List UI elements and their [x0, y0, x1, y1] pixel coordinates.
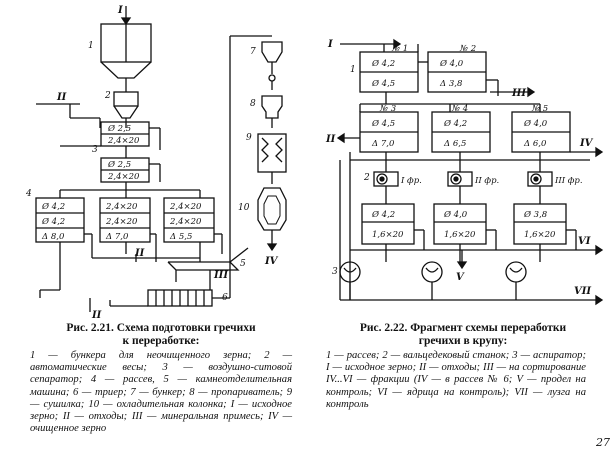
fig22-label-box4: № 4 [451, 104, 468, 114]
fig21-r4m-c: Δ 7,0 [105, 232, 129, 242]
fig21-sep3-a: Ø 2,5 [107, 159, 131, 170]
fig21-title-line2: к переработке: [122, 335, 200, 347]
fig22-title-line2: гречихи в крупу: [418, 335, 508, 347]
fig22-lower3-b: 1,6×20 [524, 230, 556, 240]
fig22-mill-2-label: II фр. [474, 176, 499, 186]
fig22-lower-box-1 [361, 203, 415, 245]
fig21-num-9: 9 [246, 133, 252, 143]
fig21-bunker-7 [261, 41, 283, 63]
fig22-output-IV: IV [579, 138, 594, 149]
fig22-output-III: III [511, 88, 526, 99]
fig22-box5-b: Δ 6,0 [523, 139, 547, 149]
fig22-lower3-a: Ø 3,8 [523, 209, 548, 220]
fig22-lower2-b: 1,6×20 [444, 230, 476, 240]
fig22-input-I: I [327, 39, 333, 50]
fig22-mill-1-label: I фр. [400, 176, 422, 186]
fig22-box1-a: Ø 4,2 [371, 58, 395, 69]
fig21-input-I: I [117, 5, 123, 16]
fig21-sep2-a: Ø 2,5 [107, 123, 131, 134]
fig21-num-1: 1 [88, 41, 94, 51]
fig21-num-6: 6 [222, 293, 228, 303]
fig21-sep2-b: 2,4×20 [107, 136, 140, 146]
fig21-num-3: 3 [92, 145, 98, 155]
fig22-mill-3-label: III фр. [554, 176, 583, 186]
fig21-output-II-bottom: II [91, 310, 102, 321]
fig22-num-1: 1 [350, 65, 356, 75]
fig21-r4r-a: 2,4×20 [169, 202, 202, 212]
fig22-num-3: 3 [332, 267, 338, 277]
fig22-label-box1: № 1 [391, 44, 408, 54]
fig21-num-10: 10 [238, 203, 250, 213]
fig21-num-2: 2 [104, 91, 111, 101]
fig21-r4l-a: Ø 4,2 [41, 201, 65, 212]
fig22-label-box2: № 2 [459, 44, 476, 54]
fig21-output-III: III [213, 270, 228, 281]
fig22-box1-b: Ø 4,5 [371, 78, 395, 89]
fig21-legend: 1 — бункера для неочищенного зерна; 2 — … [30, 350, 292, 435]
fig21-sep3-b: 2,4×20 [107, 172, 140, 182]
fig22-label-box5: № 5 [531, 104, 548, 114]
fig22-output-V: V [456, 272, 465, 283]
fig21-r4m-b: 2,4×20 [105, 217, 138, 227]
fig21-r4m-a: 2,4×20 [105, 202, 138, 212]
fig22-box2-b: Δ 3,8 [439, 79, 463, 89]
fig21-output-II-top: II [56, 92, 67, 103]
fig22-box4-a: Ø 4,2 [443, 118, 467, 129]
fig21-num-8: 8 [250, 99, 256, 109]
fig21-r4r-c: Δ 5,5 [169, 232, 192, 242]
fig22-num-2: 2 [363, 173, 370, 183]
fig22-diagram [336, 38, 604, 306]
fig21-num-5: 5 [240, 259, 246, 269]
fig22-box4-b: Δ 6,5 [443, 139, 466, 149]
fig21-output-IV: IV [264, 256, 279, 267]
page-number: 27 [596, 436, 610, 449]
fig22-box3-a: Ø 4,5 [371, 118, 395, 129]
fig21-r4r-b: 2,4×20 [169, 217, 202, 227]
fig22-lower1-a: Ø 4,2 [371, 209, 395, 220]
fig22-output-VII: VII [574, 286, 591, 297]
fig21-stone-separator-5 [167, 261, 240, 271]
fig22-title-line1: Рис. 2.22. Фрагмент схемы переработки [359, 322, 567, 334]
fig21-steamer-8 [261, 95, 283, 119]
fig21-output-II-mid: II [134, 248, 145, 259]
fig22-aspirators [339, 261, 527, 283]
fig22-output-II: II [325, 134, 336, 145]
fig22-legend: 1 — рассев; 2 — вальцедековый станок; 3 … [326, 350, 586, 410]
fig21-cooler-10 [257, 187, 287, 231]
fig22-output-VI: VI [578, 236, 591, 247]
fig22-label-box3: № 3 [379, 104, 396, 114]
fig21-diagram [35, 6, 287, 312]
fig21-r4l-b: Ø 4,2 [41, 216, 65, 227]
fig22-box5-a: Ø 4,0 [523, 118, 548, 129]
fig21-title-line1: Рис. 2.21. Схема подготовки гречихи [66, 322, 256, 334]
fig21-dryer-9 [257, 133, 287, 173]
fig21-num-7: 7 [250, 47, 256, 57]
fig22-box3-b: Δ 7,0 [371, 139, 395, 149]
fig21-r4l-c: Δ 8,0 [41, 232, 65, 242]
fig21-scales-2 [113, 91, 139, 107]
fig21-num-4: 4 [25, 189, 32, 199]
fig22-lower1-b: 1,6×20 [372, 230, 404, 240]
fig22-box2-a: Ø 4,0 [439, 58, 464, 69]
fig22-lower2-a: Ø 4,0 [443, 209, 468, 220]
